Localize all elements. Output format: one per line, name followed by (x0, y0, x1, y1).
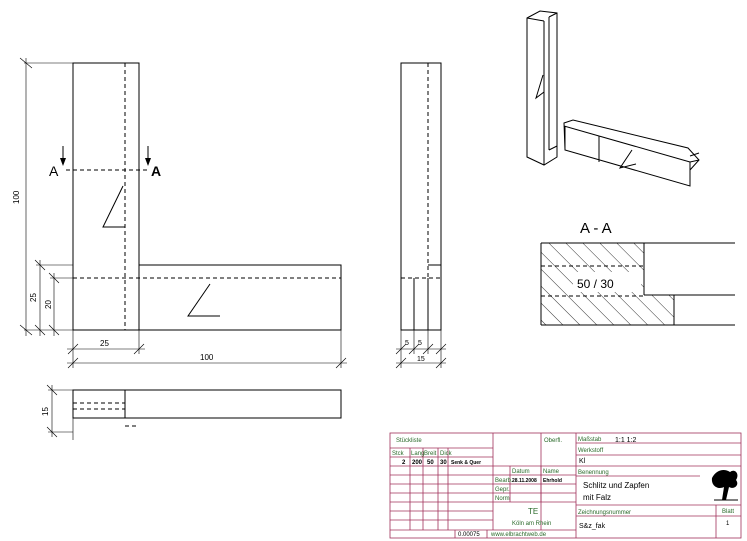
dimension-20: 20 (44, 272, 73, 336)
dimension-label: 25 (100, 339, 109, 348)
dimension-label: 20 (44, 300, 53, 309)
cell: Senk & Quer (451, 460, 481, 466)
bearb-label: Bearb. (495, 478, 513, 484)
isometric-view (526, 10, 700, 187)
dimension-label: 100 (12, 190, 21, 204)
col-header: Stck (392, 451, 405, 457)
dimension-label: 15 (41, 407, 50, 416)
datum-label: Datum (512, 469, 530, 475)
dimension-top-15: 15 (41, 384, 74, 440)
section-title: A - A (580, 220, 612, 237)
city-label: Köln am Rhein (512, 521, 551, 527)
col-header: Breit (424, 451, 437, 457)
dimension-25: 25 (29, 259, 73, 336)
name-label: Name (543, 469, 560, 475)
front-view: A A 100 25 20 (12, 57, 347, 369)
benennung-label: Benennung (578, 470, 609, 476)
dimension-width-25: 25 (67, 330, 342, 368)
section-view: A - A 50 / 30 (540, 220, 735, 326)
dimension-height-100: 100 (12, 57, 73, 336)
bearb-name: Ehrhold (543, 478, 562, 484)
section-marker-left: A (49, 163, 59, 179)
cell: 2 (402, 460, 406, 466)
website-label: www.elbrachtweb.de (490, 532, 547, 538)
stueckliste-label: Stückliste (396, 438, 422, 444)
company-logo (711, 470, 738, 501)
top-view: 15 (41, 384, 342, 440)
dimension-label: 15 (417, 356, 425, 363)
massstab-value: 1:1 1:2 (615, 437, 637, 444)
side-view-outline (400, 62, 442, 331)
grain-mark (535, 74, 545, 100)
col-header: Dick (440, 451, 453, 457)
side-view: 5 5 15 (395, 62, 447, 369)
zeichnungsnummer-value: S&z_fak (579, 523, 606, 530)
col-header: Lang (411, 451, 424, 457)
massstab-label: Maßstab (578, 437, 602, 443)
blatt-label: Blatt (722, 509, 734, 515)
grain-mark (618, 149, 637, 169)
norm-label: Norm (495, 496, 510, 502)
cell: 200 (412, 460, 423, 466)
werkstoff-value: Kl (579, 458, 586, 465)
dimension-label: 5 (405, 340, 409, 347)
cell: 50 (427, 460, 434, 466)
werkstoff-label: Werkstoff (578, 448, 603, 454)
blatt-value: 1 (726, 521, 730, 527)
title-block: Stückliste Stck Lang Breit Dick 2 200 50… (389, 432, 742, 539)
dimension-label: 100 (200, 353, 214, 362)
vertical-post (72, 62, 140, 331)
horizontal-rail (138, 264, 342, 331)
benennung-line1: Schlitz und Zapfen (583, 481, 649, 490)
dimension-label: 25 (29, 293, 38, 302)
dimension-width-100: 100 (67, 353, 347, 369)
gepr-label: Gepr. (495, 487, 510, 493)
top-view-outline (72, 389, 342, 419)
grain-mark (187, 283, 220, 317)
oberfl-label: Oberfl. (544, 438, 562, 444)
benennung-line2: mit Falz (583, 493, 611, 502)
bearb-datum: 28.11.2008 (512, 478, 537, 484)
te-label: TE (528, 507, 538, 516)
zeichnungsnummer-label: Zeichnungsnummer (578, 510, 631, 516)
grain-mark (102, 185, 125, 228)
dimension-label: 5 (418, 340, 422, 347)
edition-label: 0.00075 (458, 532, 480, 538)
cell: 30 (440, 460, 447, 466)
section-label: 50 / 30 (577, 277, 614, 291)
section-marker-right: A (151, 163, 161, 179)
